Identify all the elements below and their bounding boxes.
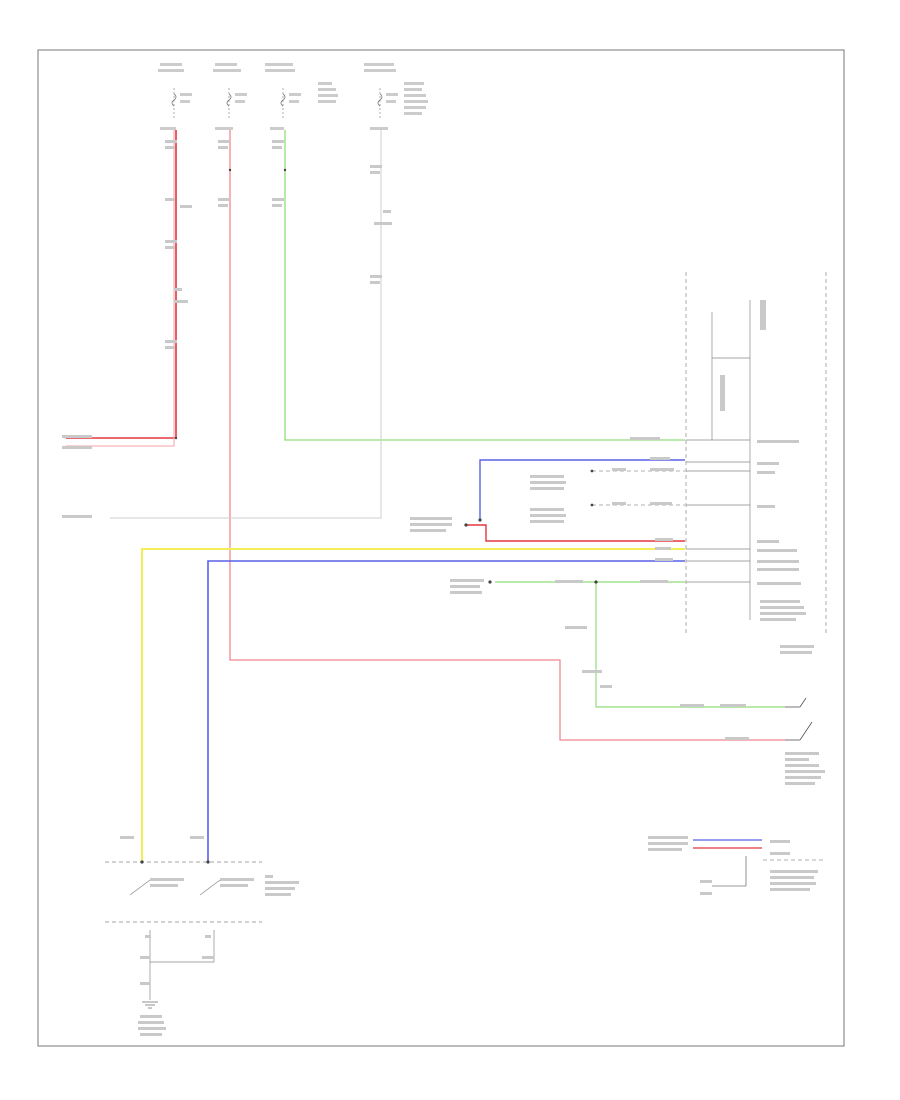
wire-gray-4: [110, 130, 382, 519]
wire-blue-1: [479, 459, 685, 520]
wire-green-3: [284, 130, 685, 441]
connector-legend: [693, 839, 826, 887]
connector-icon: [140, 168, 598, 864]
fuse-block: [158, 63, 428, 130]
ground-icon: [142, 1001, 158, 1009]
fuse-icon: [280, 88, 286, 118]
switch-icon: [785, 697, 813, 741]
wire-blue-2: [207, 560, 685, 862]
control-module: [685, 272, 827, 635]
fuse-icon: [377, 88, 383, 118]
wire-red-1b: [66, 130, 175, 447]
label-smudges: [62, 140, 825, 1036]
switch-block: [105, 861, 262, 1000]
fuse-icon: [171, 88, 177, 118]
fuse-icon: [226, 88, 232, 118]
signal-lines: [592, 470, 685, 506]
wire-yellow: [141, 548, 685, 862]
wire-pink-2: [229, 130, 785, 741]
wire-red-short: [466, 524, 685, 542]
wire-green-5: [595, 582, 785, 708]
wire-red-1: [66, 130, 177, 439]
diagram-border: [37, 49, 845, 1047]
